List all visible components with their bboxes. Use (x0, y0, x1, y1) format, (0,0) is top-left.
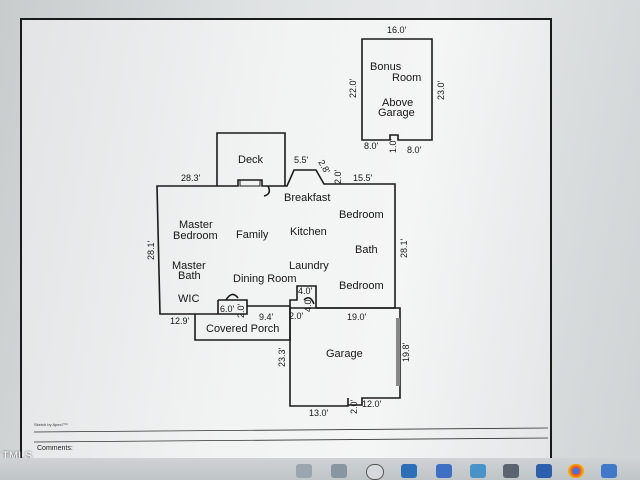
photos-icon[interactable] (601, 464, 617, 478)
label-laundry: Laundry (289, 260, 329, 272)
dim-bonus-right: 23.0' (436, 80, 446, 100)
outlook-icon[interactable] (401, 464, 417, 478)
dim-main-top-right: 15.5' (353, 173, 373, 183)
label-master-bath-2: Bath (178, 270, 201, 282)
word-icon[interactable] (536, 464, 552, 478)
dim-porch-notch: 2.0' (289, 311, 304, 321)
label-master-bedroom-2: Bedroom (173, 230, 218, 242)
label-above-1: Above (382, 97, 413, 109)
label-master-bath-1: Master (172, 260, 206, 272)
calculator-icon[interactable] (503, 464, 519, 478)
label-master-bedroom-1: Master (179, 219, 213, 231)
label-wic: WIC (178, 293, 199, 305)
chrome-icon[interactable] (568, 464, 584, 478)
door-swing-deck (263, 185, 271, 197)
floor-plan-sheet (20, 18, 552, 470)
dim-laundry-notch: 4.0' (298, 286, 313, 296)
deck-outline (216, 132, 286, 186)
footer-rule-1 (33, 427, 549, 433)
dim-garage-right: 19.8' (401, 342, 411, 362)
dim-bay-diag: 2.8' (316, 158, 332, 176)
deck-stairs (239, 179, 261, 187)
dim-bay-side: 2.0' (333, 169, 343, 184)
bonus-room-outline (361, 38, 433, 141)
dim-porch-left: 12.9' (170, 316, 190, 326)
label-bedroom-top: Bedroom (339, 209, 384, 221)
comments-label: Comments: (37, 445, 73, 452)
dim-main-left: 28.1' (146, 240, 156, 260)
dim-bonus-bottom-mid: 1.0' (388, 138, 398, 153)
dim-garage-bottom-notch: 2.0' (349, 399, 359, 414)
dim-garage-top: 19.0' (347, 312, 367, 322)
label-bonus-1: Bonus (370, 61, 402, 73)
dim-porch-step: 6.0' (220, 304, 235, 314)
label-dining-room: Dining Room (233, 273, 297, 285)
dell-icon[interactable] (366, 464, 384, 480)
dim-bonus-bottom-left: 8.0' (364, 141, 379, 151)
dim-main-right: 28.1' (399, 238, 409, 258)
door-swing-porch (225, 293, 239, 301)
label-deck: Deck (238, 154, 264, 166)
dim-garage-bottom-left: 13.0' (309, 408, 329, 418)
step-outline (218, 299, 248, 306)
dim-porch-step-side: 2.0' (236, 303, 246, 318)
taskbar-app-icon[interactable] (331, 464, 347, 478)
notepad-icon[interactable] (470, 464, 486, 478)
label-breakfast: Breakfast (284, 192, 330, 204)
label-covered-porch: Covered Porch (206, 323, 279, 335)
dim-deck-right: 5.5' (294, 155, 309, 165)
dim-garage-bottom-right: 12.0' (362, 399, 382, 409)
dim-bonus-bottom-right: 8.0' (407, 145, 422, 155)
label-bonus-2: Room (392, 72, 421, 84)
taskbar-app-icon[interactable] (296, 464, 312, 478)
sketch-credit: Sketch by Apex7™ (34, 422, 68, 427)
dim-laundry-notch-side: 4.0' (303, 297, 313, 312)
dropbox-icon[interactable] (436, 464, 452, 478)
dim-bonus-top: 16.0' (387, 25, 407, 35)
footer-rule-2 (33, 437, 549, 443)
door-swing-laundry (303, 296, 315, 305)
label-kitchen: Kitchen (290, 226, 327, 238)
label-family: Family (236, 229, 269, 241)
dim-bonus-left: 22.0' (348, 78, 358, 98)
label-garage: Garage (326, 348, 363, 360)
dim-main-top-left: 28.3' (181, 173, 201, 183)
main-house-outline (156, 169, 396, 315)
dim-porch-right: 9.4' (259, 312, 274, 322)
dim-garage-left: 23.3' (277, 347, 287, 367)
label-bedroom-bottom: Bedroom (339, 280, 384, 292)
label-above-2: Garage (378, 107, 415, 119)
label-bath: Bath (355, 244, 378, 256)
